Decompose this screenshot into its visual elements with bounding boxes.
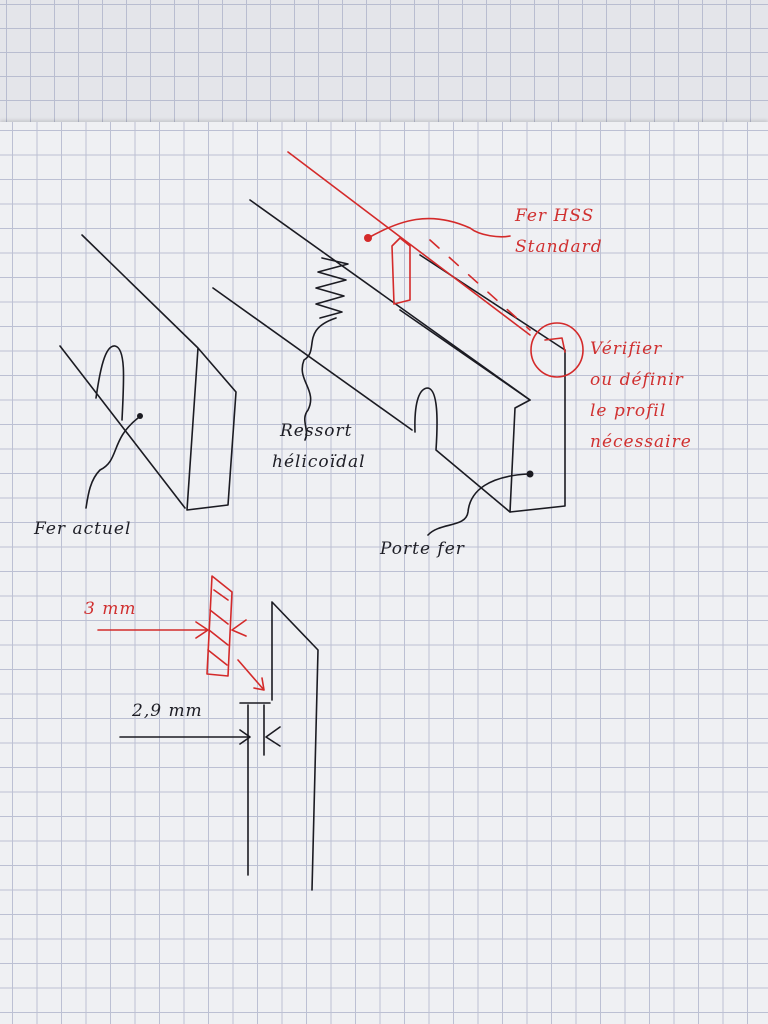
grid-paper-sheet — [0, 122, 768, 1024]
label-line: hélicoïdal — [272, 452, 366, 472]
background-grid-sheet — [0, 0, 768, 130]
label-ressort: Ressort hélicoïdal — [272, 416, 366, 478]
label-line: le profil — [590, 401, 667, 421]
label-line: nécessaire — [590, 432, 692, 452]
label-verifier-profil: Vérifier ou définir le profil nécessaire — [590, 334, 692, 458]
spring-sketch — [301, 257, 349, 441]
label-line: Ressort — [280, 421, 353, 441]
porte-fer-sketch — [212, 199, 566, 536]
profile-detail-sketch — [97, 575, 319, 891]
label-line: Fer HSS — [515, 206, 595, 226]
label-line: Vérifier — [590, 339, 663, 359]
label-line: Standard — [515, 237, 603, 257]
label-fer-actuel: Fer actuel — [34, 519, 132, 539]
label-porte-fer: Porte fer — [380, 539, 465, 559]
label-line: ou définir — [590, 370, 684, 390]
fer-hss-sketch — [287, 151, 584, 378]
label-fer-hss: Fer HSS Standard — [515, 201, 603, 263]
label-dim-3mm: 3 mm — [84, 599, 137, 619]
label-dim-2-9mm: 2,9 mm — [132, 701, 203, 721]
fer-actuel-sketch — [59, 234, 237, 511]
